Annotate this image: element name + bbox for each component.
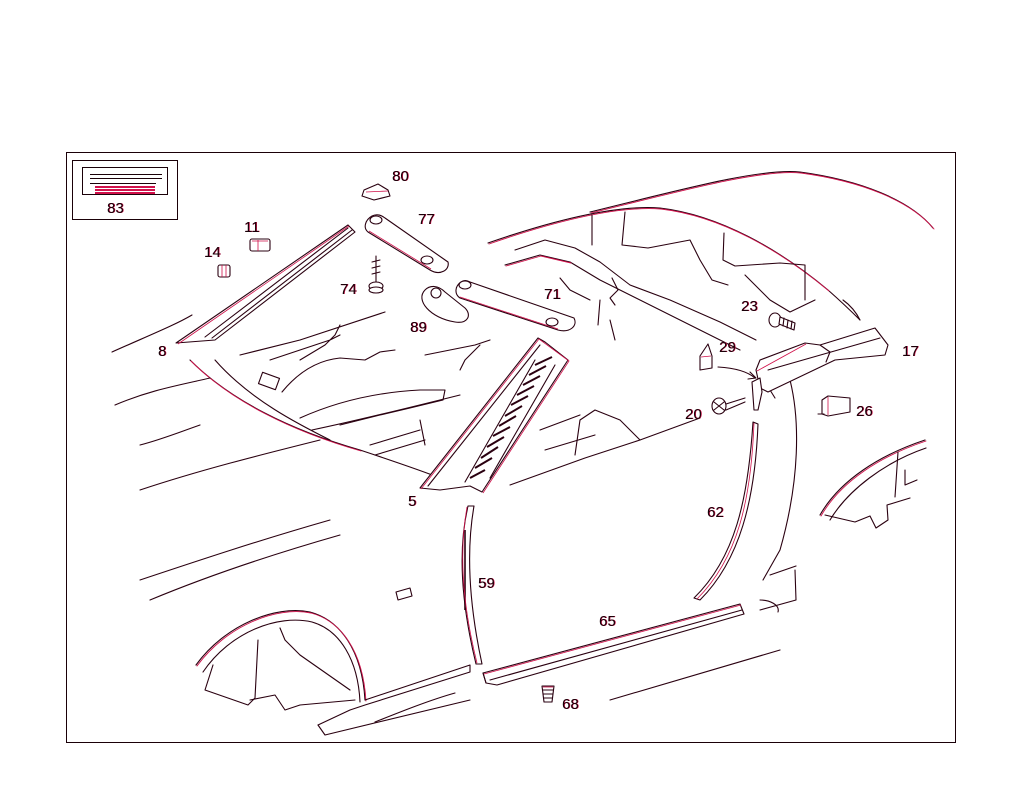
legend-label-card bbox=[82, 167, 168, 195]
callout-83[interactable]: 83 bbox=[107, 200, 124, 217]
part-29-clip[interactable] bbox=[699, 343, 713, 371]
callout-20[interactable]: 20 bbox=[685, 406, 702, 423]
callout-8[interactable]: 8 bbox=[158, 343, 167, 360]
part-62-rear-pillar-seal[interactable] bbox=[693, 421, 759, 601]
callout-80[interactable]: 80 bbox=[392, 168, 409, 185]
car-body-outline bbox=[111, 170, 935, 736]
callout-5[interactable]: 5 bbox=[408, 493, 417, 510]
callout-23[interactable]: 23 bbox=[741, 298, 758, 315]
callout-17[interactable]: 17 bbox=[902, 343, 919, 360]
callout-74[interactable]: 77 bbox=[418, 211, 435, 228]
callout-89[interactable]: 89 bbox=[410, 319, 427, 336]
callout-29[interactable]: 29 bbox=[719, 339, 736, 356]
part-5-pillar-grille[interactable] bbox=[419, 337, 570, 494]
part-26-clip[interactable] bbox=[817, 395, 851, 417]
part-11-clip[interactable] bbox=[249, 238, 271, 252]
assembly-arrow bbox=[717, 366, 757, 380]
callout-62[interactable]: 62 bbox=[707, 504, 724, 521]
part-71-sun-visor[interactable] bbox=[455, 279, 576, 332]
callout-59[interactable]: 59 bbox=[478, 575, 495, 592]
part-80-clip[interactable] bbox=[361, 183, 391, 201]
callout-77[interactable]: 74 bbox=[340, 281, 357, 298]
part-20-screw[interactable] bbox=[711, 397, 746, 415]
part-77-screw[interactable] bbox=[368, 255, 384, 294]
part-74-sun-visor[interactable] bbox=[364, 214, 449, 273]
diagram-frame bbox=[66, 152, 956, 743]
part-23-bolt[interactable] bbox=[768, 312, 796, 331]
part-8-a-pillar-cover[interactable] bbox=[175, 224, 356, 345]
callout-71[interactable]: 71 bbox=[544, 286, 561, 303]
callout-14[interactable]: 14 bbox=[204, 244, 221, 261]
callout-65[interactable]: 65 bbox=[599, 613, 616, 630]
legend-box-part-83[interactable]: 83 bbox=[72, 160, 178, 220]
callout-11[interactable]: 11 bbox=[244, 219, 260, 236]
part-68-rivet[interactable] bbox=[541, 685, 555, 703]
part-89-visor-mount[interactable] bbox=[421, 285, 469, 323]
part-17-roof-trim[interactable] bbox=[751, 327, 889, 411]
part-14-clip[interactable] bbox=[217, 264, 231, 278]
callout-26[interactable]: 26 bbox=[856, 403, 873, 420]
callout-68[interactable]: 68 bbox=[562, 696, 579, 713]
part-65-door-sill-trim[interactable] bbox=[482, 603, 745, 686]
part-59-front-door-seal[interactable] bbox=[461, 505, 483, 665]
